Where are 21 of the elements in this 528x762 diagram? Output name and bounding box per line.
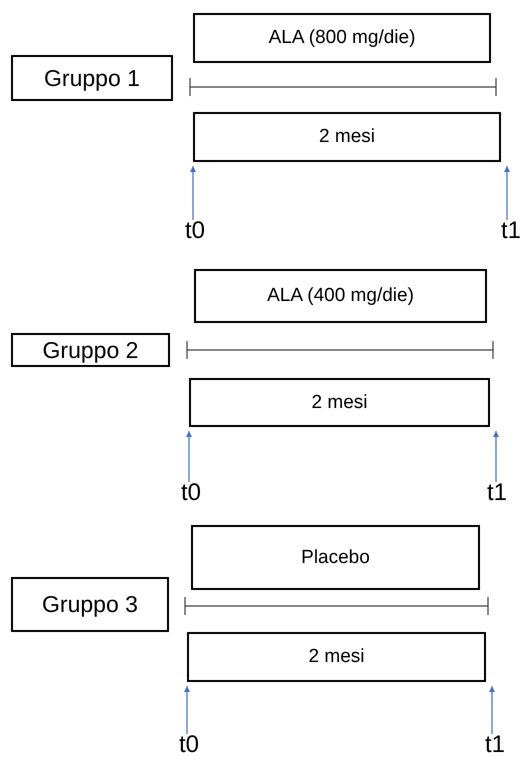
group-box: Gruppo 2 — [11, 333, 170, 367]
group-box: Gruppo 3 — [11, 577, 169, 632]
bar-box: ALA (400 mg/die) — [194, 269, 487, 323]
time-label: t1 — [480, 730, 510, 760]
arrow — [493, 431, 499, 482]
arrow — [186, 431, 192, 482]
time-label: t0 — [174, 730, 204, 760]
time-label: t1 — [482, 478, 512, 508]
time-label: t0 — [180, 216, 210, 246]
bar-box: 2 mesi — [193, 112, 501, 162]
bar-box: Placebo — [191, 525, 480, 590]
arrow — [190, 166, 196, 220]
arrow — [184, 686, 190, 734]
group-box: Gruppo 1 — [11, 55, 173, 101]
arrow — [489, 686, 495, 734]
bar-box: ALA (800 mg/die) — [193, 13, 491, 63]
time-label: t0 — [176, 478, 206, 508]
bar-box: 2 mesi — [187, 632, 486, 682]
time-label: t1 — [496, 216, 526, 246]
arrow — [504, 166, 510, 220]
bar-box: 2 mesi — [189, 378, 490, 427]
